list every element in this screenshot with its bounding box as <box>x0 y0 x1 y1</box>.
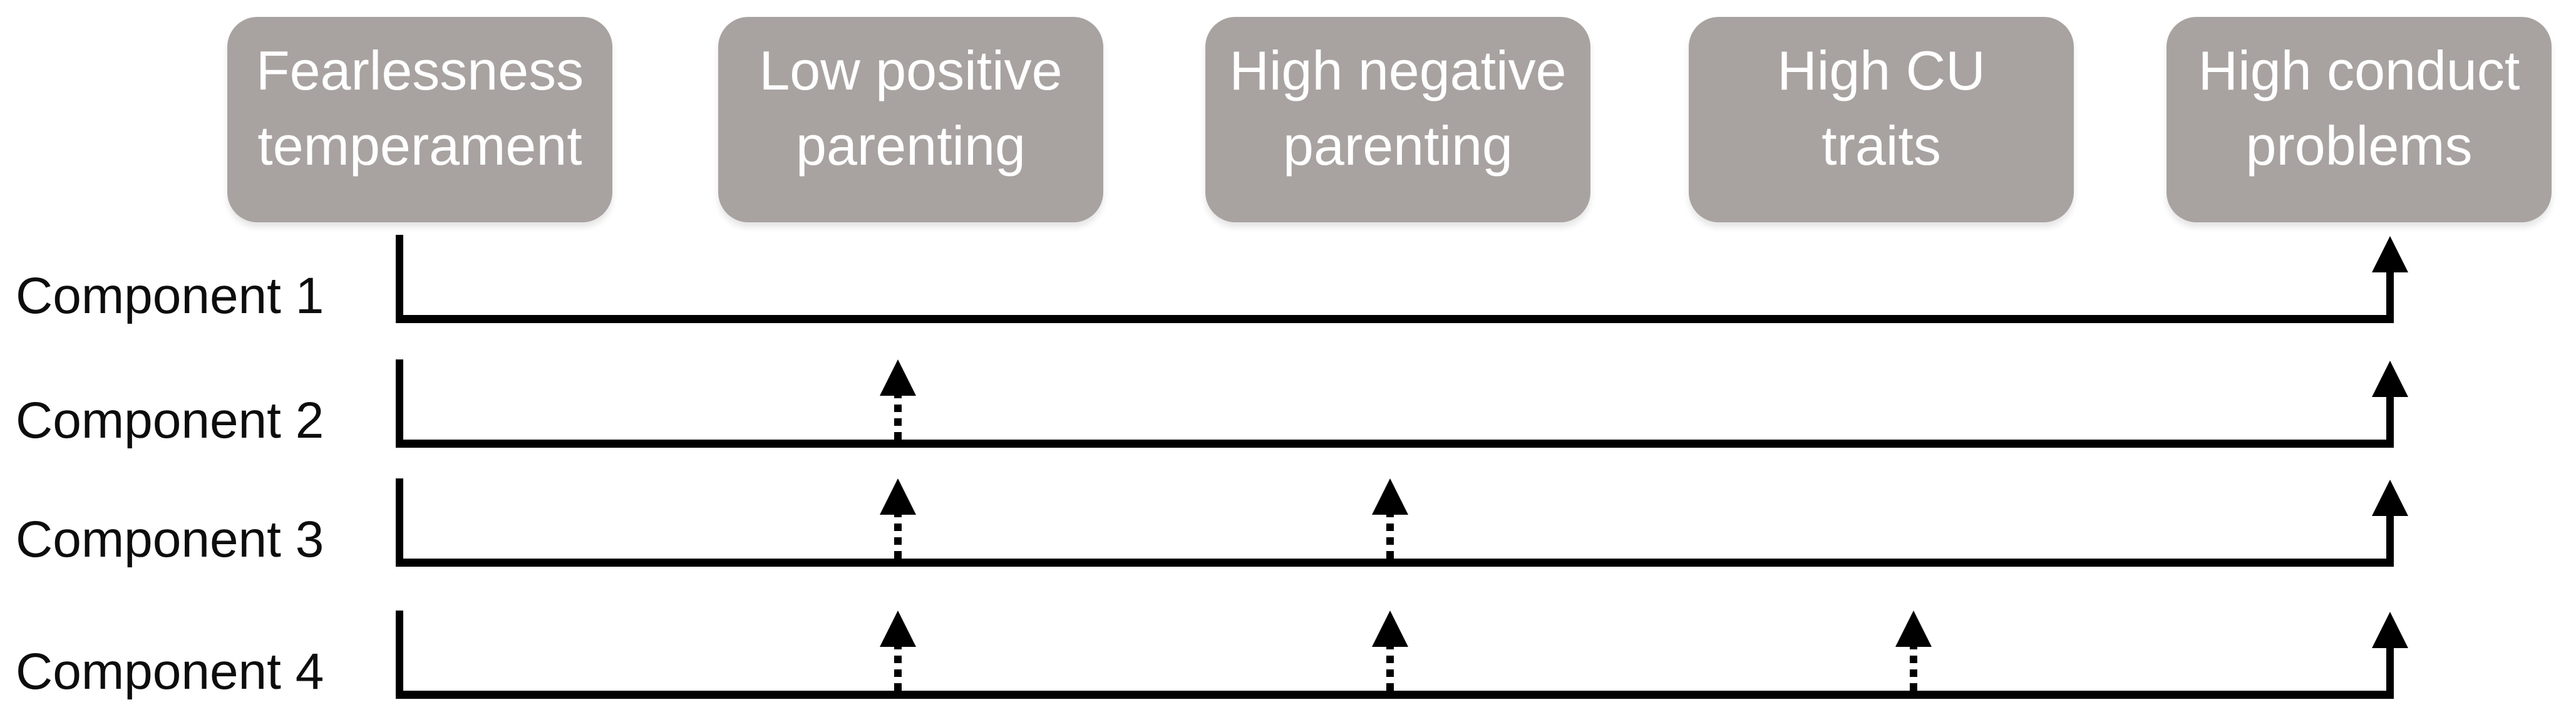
component-bracket-vertical <box>396 478 403 567</box>
solid-arrow-stem-high_conduct <box>2386 648 2394 691</box>
solid-arrow-head-icon-high_conduct <box>2372 480 2408 516</box>
dotted-arrow-head-icon-low_positive <box>880 359 916 396</box>
solid-arrow-stem-high_conduct <box>2386 516 2394 559</box>
dotted-arrow-stem-low_positive <box>894 515 902 559</box>
component-label-1: Component 1 <box>16 267 324 324</box>
solid-arrow-head-icon-high_conduct <box>2372 236 2408 272</box>
dotted-arrow-stem-high_negative <box>1386 515 1394 559</box>
factor-box-label: Fearlessness temperament <box>255 39 584 177</box>
component-label-4: Component 4 <box>16 643 324 700</box>
factor-box-high_cu: High CU traits <box>1689 17 2074 222</box>
solid-arrow-head-icon-high_conduct <box>2372 612 2408 648</box>
dotted-arrow-stem-low_positive <box>894 647 902 691</box>
component-timeline-line <box>396 440 2394 448</box>
component-timeline-line <box>396 315 2394 323</box>
component-bracket-vertical <box>396 611 403 699</box>
solid-arrow-stem-high_conduct <box>2386 397 2394 440</box>
component-label-2: Component 2 <box>16 392 324 449</box>
dotted-arrow-stem-low_positive <box>894 396 902 440</box>
solid-arrow-head-icon-high_conduct <box>2372 361 2408 397</box>
dotted-arrow-stem-high_cu <box>1910 647 1917 691</box>
factor-box-low_positive: Low positive parenting <box>718 17 1103 222</box>
factor-box-fearlessness: Fearlessness temperament <box>227 17 612 222</box>
dotted-arrow-head-icon-high_negative <box>1372 478 1408 515</box>
factor-box-label: High conduct problems <box>2198 39 2520 177</box>
dotted-arrow-head-icon-low_positive <box>880 478 916 515</box>
dotted-arrow-head-icon-high_negative <box>1372 611 1408 647</box>
dotted-arrow-head-icon-low_positive <box>880 611 916 647</box>
dotted-arrow-stem-high_negative <box>1386 647 1394 691</box>
component-bracket-vertical <box>396 235 403 323</box>
factor-box-label: High negative parenting <box>1229 39 1567 177</box>
factor-box-label: High CU traits <box>1777 39 1986 177</box>
factor-box-label: Low positive parenting <box>759 39 1063 177</box>
solid-arrow-stem-high_conduct <box>2386 272 2394 315</box>
component-bracket-vertical <box>396 359 403 448</box>
factor-box-high_negative: High negative parenting <box>1205 17 1590 222</box>
component-timeline-line <box>396 559 2394 567</box>
dotted-arrow-head-icon-high_cu <box>1895 611 1932 647</box>
factor-box-high_conduct: High conduct problems <box>2166 17 2552 222</box>
component-label-3: Component 3 <box>16 511 324 568</box>
component-timeline-line <box>396 691 2394 699</box>
